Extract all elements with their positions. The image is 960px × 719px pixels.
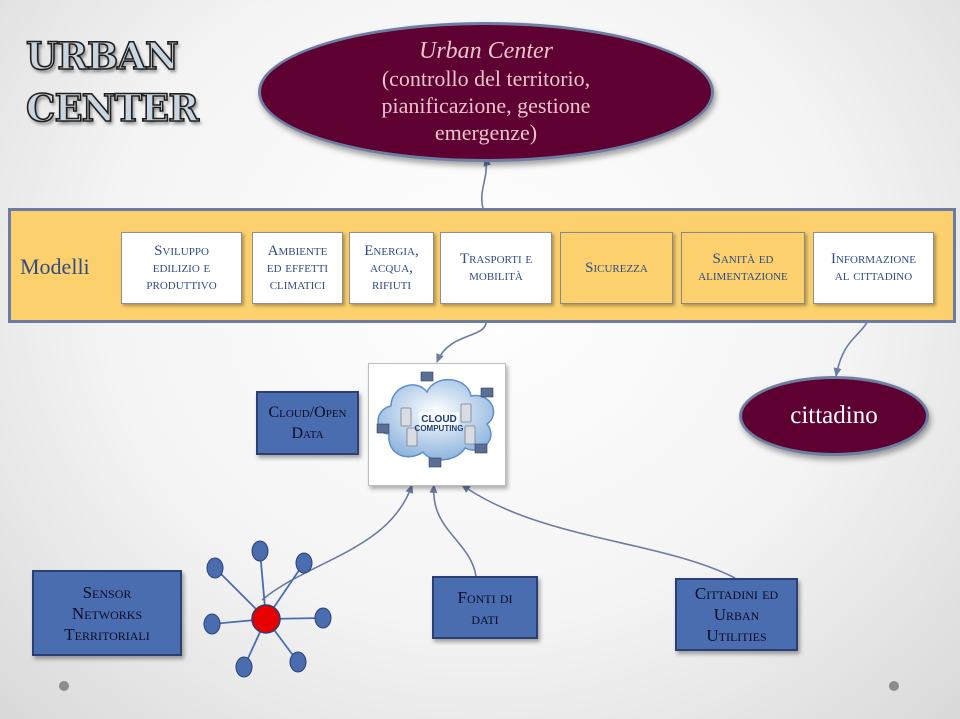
box-line: Sensor	[82, 582, 132, 602]
sensor-networks-box: Sensor Networks Territoriali	[32, 570, 182, 656]
arrow-band-to-urban-center	[481, 157, 492, 209]
box-line: Territoriali	[64, 624, 150, 644]
box-line: Data	[291, 425, 324, 442]
sensor-node	[314, 607, 332, 629]
box-line: Cittadini ed	[694, 584, 779, 603]
arrow-fonti-to-cloud	[429, 484, 477, 577]
sensor-node	[206, 557, 224, 579]
model-informazione: Informazione al cittadino	[813, 232, 934, 304]
model-line: mobilità	[469, 268, 523, 284]
logo-line-2: CENTER	[25, 85, 200, 131]
box-line: Networks	[71, 603, 143, 623]
box-line: Fonti di	[457, 587, 513, 607]
arrow-cittadini-to-cloud	[461, 484, 736, 579]
cloud-open-data-box: Cloud/Open Data	[256, 391, 359, 455]
model-line: al cittadino	[834, 268, 913, 284]
box-line: dati	[471, 608, 499, 628]
urban-center-title: Urban Center	[419, 38, 553, 64]
cloud-computing-icon: CLOUD COMPUTING	[376, 371, 495, 468]
cittadini-utilities-box: Cittadini ed Urban Utilities	[675, 578, 798, 651]
model-line: Sviluppo	[154, 242, 209, 259]
fonti-di-dati-box: Fonti di dati	[432, 576, 538, 639]
model-line: Informazione	[830, 251, 917, 267]
model-energia: Energia, acqua, rifiuti	[349, 232, 434, 304]
model-line: Ambiente	[267, 242, 328, 259]
model-line: climatici	[269, 276, 326, 293]
box-line: Utilities	[706, 626, 767, 645]
model-sicurezza: Sicurezza	[560, 232, 673, 304]
model-line: Sicurezza	[585, 259, 648, 276]
cloud-logo-line-1: CLOUD	[421, 414, 457, 425]
sensor-node	[295, 552, 313, 574]
arrow-sensors-to-cloud	[261, 484, 414, 601]
slide-dot-left	[59, 681, 69, 691]
sensor-node	[203, 613, 221, 635]
box-line: Urban	[713, 605, 760, 624]
cittadino-ellipse: cittadino	[739, 376, 929, 456]
slide-dot-right	[889, 681, 899, 691]
model-ambiente: Ambiente ed effetti climatici	[252, 232, 343, 304]
sensor-node	[235, 656, 253, 678]
model-line: acqua,	[370, 259, 413, 276]
model-sviluppo-edilizio: Sviluppo edilizio e produttivo	[121, 232, 242, 304]
urban-center-desc-2: pianificazione, gestione	[381, 93, 591, 118]
model-line: Trasporti e	[459, 251, 533, 267]
sensor-node	[289, 651, 307, 673]
model-line: edilizio e	[152, 259, 211, 276]
sensor-hub	[251, 604, 281, 634]
model-line: alimentazione	[698, 268, 788, 284]
cloud-computing-image: CLOUD COMPUTING	[368, 363, 506, 486]
model-line: Energia,	[364, 242, 419, 259]
arrow-trasporti-to-cloud	[436, 309, 489, 363]
models-label: Modelli	[20, 254, 90, 279]
sensor-node	[251, 540, 269, 562]
box-line: Cloud/Open	[268, 404, 347, 421]
cloud-logo-line-2: COMPUTING	[415, 424, 464, 433]
urban-center-desc-1: (controllo del territorio,	[381, 66, 591, 91]
urban-center-logo: URBAN CENTER	[25, 30, 226, 134]
model-sanita: Sanità ed alimentazione	[681, 232, 805, 304]
urban-center-ellipse: Urban Center (controllo del territorio, …	[258, 22, 714, 162]
model-line: ed effetti	[266, 259, 329, 276]
model-line: rifiuti	[371, 276, 412, 293]
urban-center-desc-3: emergenze)	[434, 120, 538, 145]
model-trasporti: Trasporti e mobilità	[440, 232, 552, 304]
logo-line-1: URBAN	[25, 33, 179, 79]
model-line: produttivo	[146, 276, 217, 293]
cittadino-label: cittadino	[790, 402, 878, 429]
model-line: Sanità ed	[712, 251, 774, 267]
